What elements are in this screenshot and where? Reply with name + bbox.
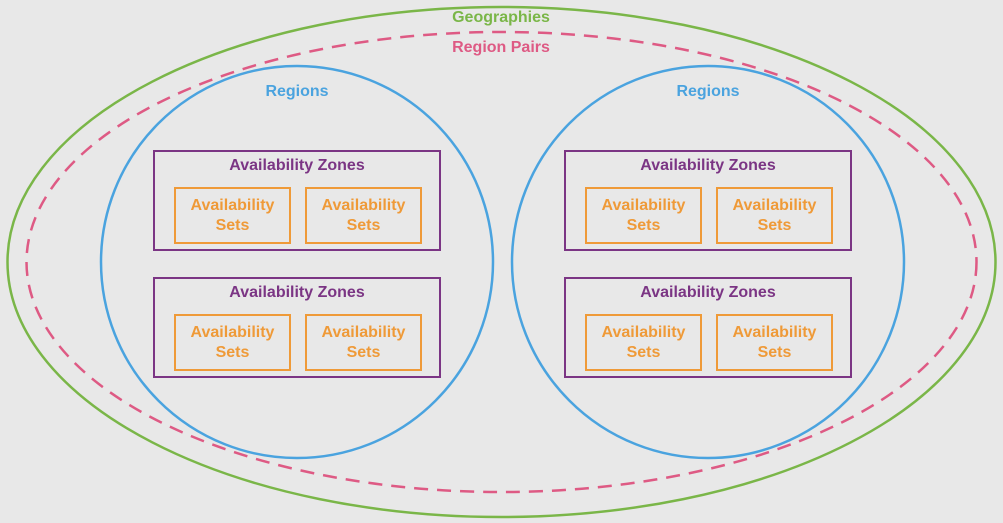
availability-zone: Availability Zones Availability Sets Ava… bbox=[564, 277, 852, 378]
availability-set: Availability Sets bbox=[716, 187, 833, 244]
availability-set: Availability Sets bbox=[174, 187, 291, 244]
geographies-label: Geographies bbox=[452, 9, 550, 26]
availability-zone-label: Availability Zones bbox=[640, 284, 776, 301]
region-circle-right bbox=[510, 64, 906, 460]
availability-zone: Availability Zones Availability Sets Ava… bbox=[153, 277, 441, 378]
availability-set: Availability Sets bbox=[305, 187, 422, 244]
availability-set-label-line2: Sets bbox=[757, 216, 792, 234]
availability-zone-label: Availability Zones bbox=[640, 157, 776, 174]
availability-set-label-line1: Availability bbox=[190, 196, 275, 214]
region-pairs-ellipse bbox=[25, 30, 978, 494]
availability-set-label-line1: Availability bbox=[601, 196, 686, 214]
availability-set-label-line2: Sets bbox=[215, 343, 250, 361]
availability-set-label-line1: Availability bbox=[732, 196, 817, 214]
availability-set-label-line1: Availability bbox=[601, 323, 686, 341]
availability-set-label-line2: Sets bbox=[626, 216, 661, 234]
availability-set-label-line1: Availability bbox=[321, 196, 406, 214]
availability-set-label-line1: Availability bbox=[321, 323, 406, 341]
region-circle-left bbox=[99, 64, 495, 460]
availability-set: Availability Sets bbox=[585, 314, 702, 371]
availability-zone: Availability Zones Availability Sets Ava… bbox=[564, 150, 852, 251]
availability-zone-label: Availability Zones bbox=[229, 284, 365, 301]
availability-set-label-line2: Sets bbox=[626, 343, 661, 361]
availability-zone-label: Availability Zones bbox=[229, 157, 365, 174]
region-label-left: Regions bbox=[265, 83, 329, 100]
availability-set-label-line2: Sets bbox=[346, 216, 381, 234]
availability-set: Availability Sets bbox=[585, 187, 702, 244]
region-label-right: Regions bbox=[676, 83, 740, 100]
availability-set: Availability Sets bbox=[305, 314, 422, 371]
availability-set-label-line2: Sets bbox=[346, 343, 381, 361]
region-pairs-label: Region Pairs bbox=[452, 39, 550, 56]
availability-zone: Availability Zones Availability Sets Ava… bbox=[153, 150, 441, 251]
availability-set-label-line2: Sets bbox=[215, 216, 250, 234]
availability-set-label-line2: Sets bbox=[757, 343, 792, 361]
availability-set-label-line1: Availability bbox=[190, 323, 275, 341]
availability-set: Availability Sets bbox=[716, 314, 833, 371]
availability-set: Availability Sets bbox=[174, 314, 291, 371]
geographies-ellipse bbox=[6, 5, 997, 519]
availability-set-label-line1: Availability bbox=[732, 323, 817, 341]
